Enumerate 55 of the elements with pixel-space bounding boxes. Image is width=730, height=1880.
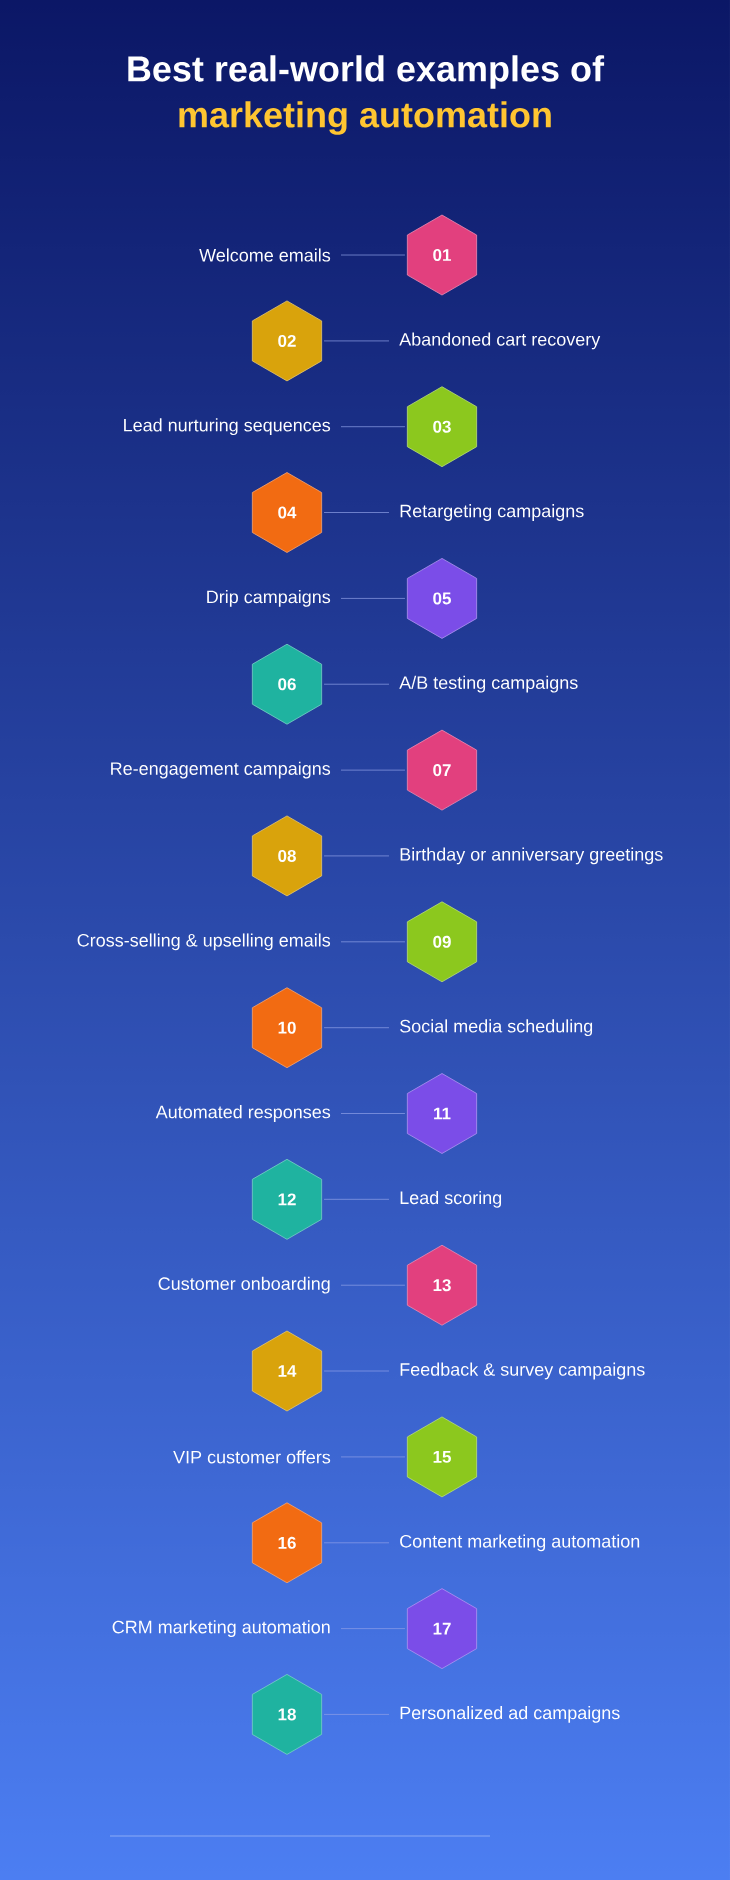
hexagon-badge: 14 [251, 1330, 323, 1412]
item-label: VIP customer offers [173, 1450, 331, 1464]
connector-line [323, 1714, 390, 1715]
item-label: Personalized ad campaigns [400, 1706, 620, 1723]
hexagon-badge: 06 [251, 643, 323, 725]
connector-line [340, 1628, 406, 1629]
connector-line [340, 1456, 406, 1458]
connector-line [323, 1198, 390, 1200]
hexagon-badge: 03 [406, 386, 478, 468]
item-label: CRM marketing automation [112, 1620, 330, 1637]
item-label: Drip campaigns [207, 590, 331, 607]
connector-line [323, 512, 390, 513]
item-label: Retargeting campaigns [400, 504, 584, 521]
hexagon-badge: 07 [406, 729, 478, 811]
item-label: Birthday or anniversary greetings [400, 847, 663, 865]
item-label: Re-engagement campaigns [111, 761, 331, 779]
hexagon-badge: 17 [406, 1588, 478, 1669]
item-label: Content marketing automation [400, 1534, 640, 1552]
title: Best real-world examples of [128, 55, 605, 89]
connector-line [323, 683, 390, 685]
hexagon-badge: 18 [251, 1674, 323, 1755]
connector-line [340, 769, 406, 771]
connector-line [340, 1284, 406, 1286]
item-label: Feedback & survey campaigns [400, 1362, 645, 1380]
item-label: A/B testing campaigns [399, 675, 578, 693]
hexagon-badge: 01 [406, 214, 478, 296]
connector-line [340, 426, 406, 428]
hexagon-badge: 12 [251, 1158, 323, 1240]
item-label: Cross-selling & upselling emails [77, 933, 331, 951]
connector-line [323, 1542, 390, 1544]
item-label: Abandoned cart recovery [399, 332, 601, 350]
item-label: Lead nurturing sequences [124, 418, 331, 436]
connector-line [340, 1113, 406, 1114]
hexagon-badge: 16 [251, 1502, 323, 1584]
item-label: Lead scoring [400, 1190, 502, 1208]
connector-line [340, 254, 406, 256]
connector-line [340, 598, 406, 599]
hexagon-badge: 05 [406, 558, 478, 639]
item-label: Automated responses [155, 1105, 331, 1122]
title: marketing automation [179, 101, 551, 135]
connector-line [323, 855, 390, 857]
item-label: Social media scheduling [400, 1019, 593, 1037]
hexagon-badge: 08 [251, 815, 323, 897]
connector-line [323, 1027, 390, 1029]
connector-line [323, 340, 390, 342]
connector-line [340, 941, 406, 943]
item-label: Welcome emails [199, 248, 331, 262]
hexagon-badge: 13 [406, 1244, 478, 1326]
hexagon-badge: 09 [406, 901, 478, 983]
hexagon-badge: 11 [406, 1073, 478, 1154]
hexagon-badge: 15 [406, 1416, 478, 1498]
hexagon-badge: 10 [251, 987, 323, 1069]
hexagon-badge: 04 [251, 472, 323, 553]
hexagon-badge: 02 [251, 300, 323, 382]
item-label: Customer onboarding [158, 1276, 330, 1294]
